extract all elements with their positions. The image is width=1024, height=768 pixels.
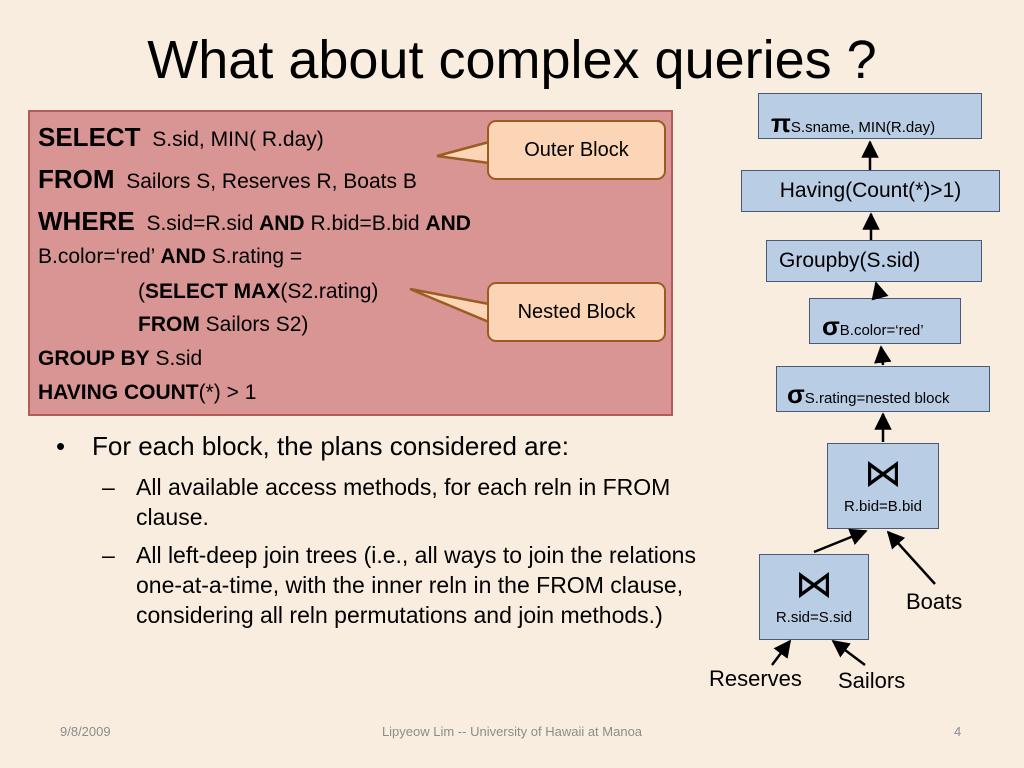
bullet-dash: – <box>102 474 115 500</box>
projection-label: S.sname, MIN(R.day) <box>790 119 936 136</box>
sql-nested-select-keyword: SELECT MAX <box>145 280 281 303</box>
join-bid-label: R.bid=B.bid <box>844 498 922 515</box>
tree-node-select-color: σB.color=‘red’ <box>809 298 961 344</box>
tree-node-join-sid: ⋈ R.sid=S.sid <box>759 554 869 640</box>
join-sid-label: R.sid=S.sid <box>775 609 853 626</box>
sql-group-by-list: S.sid <box>155 347 203 370</box>
select-rating-label: S.rating=nested block <box>804 390 950 407</box>
sql-group-by-keyword: GROUP BY <box>38 347 150 370</box>
tree-node-having: Having(Count(*)>1) <box>741 170 1000 212</box>
bullet-main-text: For each block, the plans considered are… <box>92 431 569 461</box>
tree-node-projection: πS.sname, MIN(R.day) <box>758 93 982 139</box>
tree-node-join-bid: ⋈ R.bid=B.bid <box>827 443 939 529</box>
sql-group-by-line: GROUP BY S.sid <box>38 346 202 372</box>
sql-having-line: HAVING COUNT(*) > 1 <box>38 380 256 406</box>
sql-from-list: Sailors S, Reserves R, Boats B <box>126 170 417 193</box>
footer-author: Lipyeow Lim -- University of Hawaii at M… <box>381 724 643 739</box>
slide-title: What about complex queries ? <box>147 30 877 90</box>
bullet-dot: • <box>56 431 66 461</box>
sql-where-cond-d: S.rating = <box>211 245 303 268</box>
sigma-icon: σ <box>787 379 805 409</box>
pi-icon: π <box>771 108 791 138</box>
outer-block-callout: Outer Block <box>487 120 666 180</box>
sql-where-line: WHERE S.sid=R.sid AND R.bid=B.bid AND <box>38 208 471 237</box>
bullet-sub-2-text: All left-deep join trees (i.e., all ways… <box>136 542 696 628</box>
edge-sailors-to-join2 <box>831 639 866 666</box>
tree-node-groupby: Groupby(S.sid) <box>766 240 982 282</box>
edge-reserves-to-join2 <box>771 639 792 666</box>
sql-where-cond-b: R.bid=B.bid <box>310 212 420 235</box>
sql-where-cond-c: B.color=‘red’ <box>38 245 155 268</box>
edge-color-select-to-groupby <box>871 281 889 301</box>
footer-date: 9/8/2009 <box>60 724 111 739</box>
sql-and-keyword: AND <box>160 245 206 268</box>
sql-nested-open-paren: ( <box>138 280 145 303</box>
nested-block-callout: Nested Block <box>487 282 666 342</box>
sql-having-keyword: HAVING COUNT <box>38 381 199 404</box>
edge-rating-select-to-color-select <box>874 345 892 366</box>
bowtie-join-icon: ⋈ <box>795 564 833 606</box>
leaf-sailors: Sailors <box>838 668 906 693</box>
sql-nested-select-list: (S2.rating) <box>280 280 379 303</box>
sql-having-cond: (*) > 1 <box>198 381 257 404</box>
leaf-boats: Boats <box>906 589 963 614</box>
bullet-sub-1-text: All available access methods, for each r… <box>136 474 671 530</box>
bowtie-join-icon: ⋈ <box>864 453 902 495</box>
select-color-label: B.color=‘red’ <box>839 322 924 339</box>
sql-where-keyword: WHERE <box>38 206 135 236</box>
sql-nested-from-list: Sailors S2) <box>205 313 309 336</box>
sql-where-cond-a: S.sid=R.sid <box>146 212 254 235</box>
sql-select-list: S.sid, MIN( R.day) <box>152 128 324 151</box>
sql-and-keyword: AND <box>425 212 471 235</box>
sql-select-line: SELECT S.sid, MIN( R.day) <box>38 124 324 153</box>
sql-from-line: FROM Sailors S, Reserves R, Boats B <box>38 166 417 195</box>
sql-from-keyword: FROM <box>38 164 115 194</box>
tree-node-select-rating: σS.rating=nested block <box>776 366 990 412</box>
sql-nested-from-line: FROM Sailors S2) <box>138 312 308 338</box>
leaf-reserves: Reserves <box>709 666 802 691</box>
edge-boats-to-join1 <box>886 530 936 585</box>
edge-join2-to-join1 <box>813 528 868 554</box>
sql-nested-select-line: (SELECT MAX(S2.rating) <box>138 279 378 305</box>
sql-and-keyword: AND <box>259 212 305 235</box>
bullet-dash: – <box>102 542 115 568</box>
footer-page-number: 4 <box>954 724 962 739</box>
sql-nested-from-keyword: FROM <box>138 313 200 336</box>
sql-where-line-2: B.color=‘red’ AND S.rating = <box>38 244 302 270</box>
sigma-icon: σ <box>822 311 840 341</box>
sql-select-keyword: SELECT <box>38 122 141 152</box>
